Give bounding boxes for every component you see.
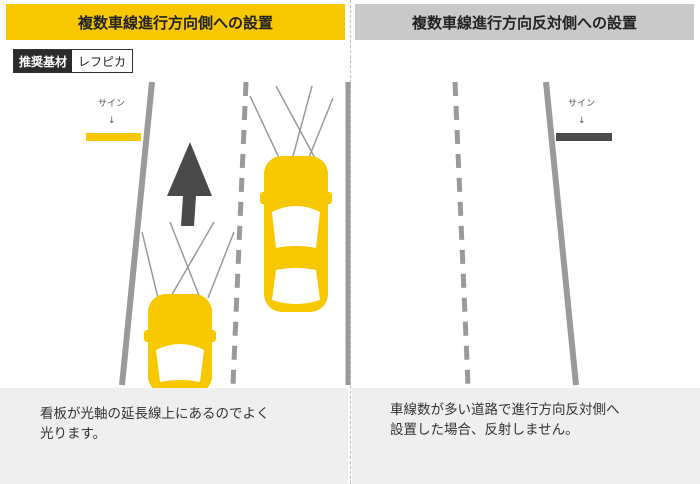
direction-arrow-icon bbox=[167, 142, 212, 226]
left-panel-title: 複数車線進行方向側への設置 bbox=[6, 4, 345, 40]
right-sign-arrow-icon: ↓ bbox=[578, 116, 586, 126]
left-caption-line2: 光ります。 bbox=[40, 426, 107, 442]
right-caption-line2: 設置した場合、反射しません。 bbox=[390, 422, 579, 438]
right-sign-label: サイン bbox=[568, 98, 595, 109]
road-diagram: サイン ↓ サイン ↓ bbox=[86, 81, 612, 388]
left-sign-arrow-icon: ↓ bbox=[108, 116, 116, 126]
right-caption-box bbox=[352, 388, 700, 484]
right-lane-dashes bbox=[452, 81, 471, 386]
badge-key: 推奨基材 bbox=[14, 50, 73, 72]
lower-car-beams bbox=[141, 221, 235, 299]
upper-car-beams bbox=[249, 85, 334, 161]
right-caption: 車線数が多い道路で進行方向反対側へ 設置した場合、反射しません。 bbox=[390, 400, 680, 440]
left-sign-label: サイン bbox=[98, 98, 125, 109]
left-caption-line1: 看板が光軸の延長線上にあるのでよく bbox=[40, 406, 270, 422]
right-road-edge bbox=[543, 81, 579, 386]
left-lane-dashes bbox=[230, 81, 249, 386]
left-sign-board bbox=[86, 133, 141, 141]
left-caption: 看板が光軸の延長線上にあるのでよく 光ります。 bbox=[40, 404, 330, 444]
left-caption-box bbox=[0, 388, 348, 484]
right-sign-board bbox=[556, 133, 612, 141]
badge-value: レフピカ bbox=[72, 50, 133, 72]
left-road-edge bbox=[119, 81, 155, 386]
right-caption-line1: 車線数が多い道路で進行方向反対側へ bbox=[390, 402, 620, 418]
right-panel-title: 複数車線進行方向反対側への設置 bbox=[355, 4, 694, 40]
recommended-material-badge: 推奨基材 レフピカ bbox=[13, 49, 134, 73]
